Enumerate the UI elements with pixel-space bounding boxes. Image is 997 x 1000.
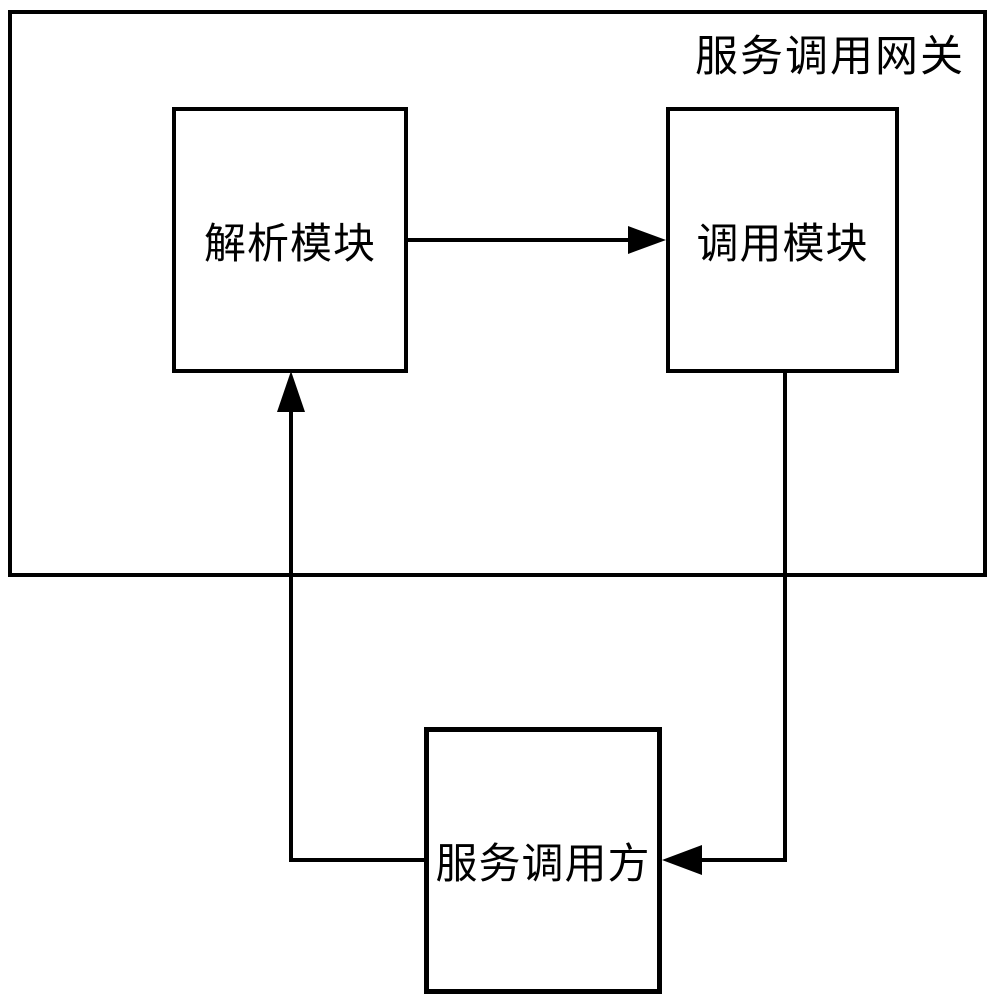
node-invoke-module: 调用模块 xyxy=(666,107,899,373)
node-invoke-module-label: 调用模块 xyxy=(696,218,869,268)
node-parse-module-label: 解析模块 xyxy=(203,218,376,268)
gateway-label: 服务调用网关 xyxy=(695,32,965,82)
node-parse-module: 解析模块 xyxy=(172,107,408,373)
node-service-caller: 服务调用方 xyxy=(424,727,662,994)
node-service-caller-label: 服务调用方 xyxy=(435,839,651,888)
